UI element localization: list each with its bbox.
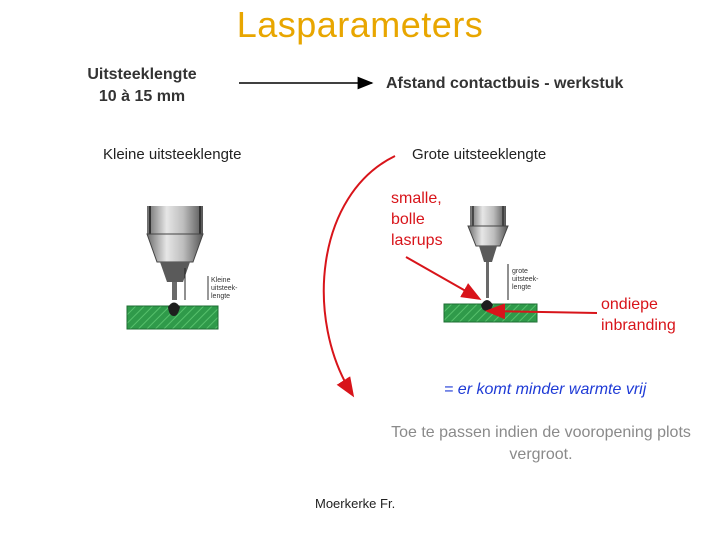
distance-label: Afstand contactbuis - werkstuk	[386, 75, 624, 92]
right-caption: Grote uitsteeklengte	[412, 146, 547, 163]
bead-callout-arrow	[405, 256, 482, 300]
left-weld-bead	[168, 302, 180, 316]
conclusion-text: = er komt minder warmte vrij	[444, 381, 647, 398]
author-credit: Moerkerke Fr.	[315, 496, 396, 511]
left-torch-illustration	[146, 206, 204, 300]
left-caption: Kleine uitsteeklengte	[103, 146, 242, 163]
advice-text: Toe te passen indien de vooropening plot…	[391, 424, 691, 463]
stickout-label: Uitsteeklengte 10 à 15 mm	[78, 64, 206, 108]
penetration-note: ondiepe inbranding	[601, 296, 676, 334]
left-torch-label: Kleine uitsteek- lengte	[211, 277, 238, 300]
page-title: Lasparameters	[236, 4, 484, 45]
bead-note: smalle, bolle lasrups	[391, 190, 443, 249]
stickout-label-line1: Uitsteeklengte	[87, 66, 197, 83]
stickout-label-line2: 10 à 15 mm	[98, 88, 186, 105]
penetration-callout-arrow	[485, 303, 598, 320]
curved-red-arrow	[322, 155, 396, 398]
right-torch-illustration	[467, 206, 509, 300]
left-workpiece	[126, 302, 219, 330]
right-torch-label: grote uitsteek- lengte	[512, 268, 539, 291]
